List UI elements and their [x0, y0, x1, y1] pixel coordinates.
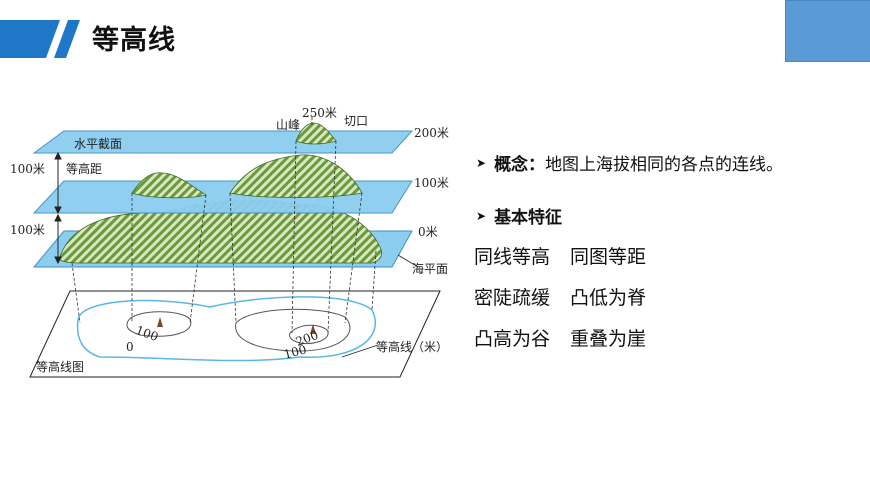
features-heading: ➤ 基本特征 [474, 203, 870, 228]
contour-unit-label: 等高线（米） [376, 339, 448, 354]
summit [295, 122, 337, 145]
feature-item: 凸低为脊 [570, 287, 647, 309]
plane-200-label: 200米 [414, 126, 449, 140]
feature-row: 同线等高同图等距 [474, 242, 870, 269]
concept-text: 地图上海拔相同的各点的连线。 [545, 155, 784, 175]
peak-marker-right [310, 324, 316, 334]
hill-left [131, 172, 208, 199]
summit-label: 山峰 [276, 118, 300, 132]
coastline-0 [76, 296, 377, 362]
contour-200 [289, 324, 329, 344]
sea-level-label: 海平面 [412, 261, 448, 276]
title-bar: 等高线 [0, 0, 870, 70]
contour-diagram: 山峰 250米 切口 200米 水平截面 100米 等高距 100米 100米 … [0, 95, 470, 385]
hill-right [229, 154, 363, 198]
contour-map-label: 等高线图 [36, 359, 84, 374]
peak-marker-left [157, 317, 163, 327]
concept-label: 概念： [494, 155, 546, 175]
features-title: 基本特征 [494, 208, 563, 228]
contour-100-right [235, 308, 351, 352]
arrow-bullet-icon: ➤ [476, 208, 487, 223]
horizontal-section-label: 水平截面 [74, 137, 122, 151]
interval-label: 等高距 [66, 161, 102, 176]
left-100-upper-label: 100米 [10, 162, 45, 176]
feature-item: 重叠为崖 [570, 328, 647, 350]
arrow-bullet-icon: ➤ [476, 155, 487, 170]
feature-row: 密陡疏缓凸低为脊 [474, 283, 870, 310]
title-stripes [0, 20, 80, 58]
feature-row: 凸高为谷重叠为崖 [474, 324, 870, 351]
corner-decoration [785, 0, 870, 62]
feature-item: 密陡疏缓 [474, 287, 551, 309]
plane-0-label: 0米 [418, 225, 438, 239]
contour-100-right-label: 100 [282, 342, 308, 361]
left-100-lower-label: 100米 [10, 223, 45, 237]
feature-item: 凸高为谷 [474, 328, 551, 350]
contour-illustration: 山峰 250米 切口 200米 水平截面 100米 等高距 100米 100米 … [10, 106, 449, 378]
plane-100-label: 100米 [414, 176, 449, 190]
contour-0-label: 0 [126, 340, 134, 354]
feature-item: 同线等高 [474, 246, 551, 268]
projection-lines [71, 117, 377, 334]
content-panel: ➤ 概念： 地图上海拔相同的各点的连线。 ➤ 基本特征 同线等高同图等距 密陡疏… [474, 150, 870, 351]
feature-item: 同图等距 [570, 246, 647, 268]
concept-line: ➤ 概念： 地图上海拔相同的各点的连线。 [474, 150, 870, 175]
pass-label: 切口 [344, 114, 368, 128]
interval-arrows [54, 151, 62, 265]
elevation-250-label: 250米 [302, 106, 337, 120]
contour-100-left [126, 311, 192, 337]
page-title: 等高线 [92, 25, 176, 56]
